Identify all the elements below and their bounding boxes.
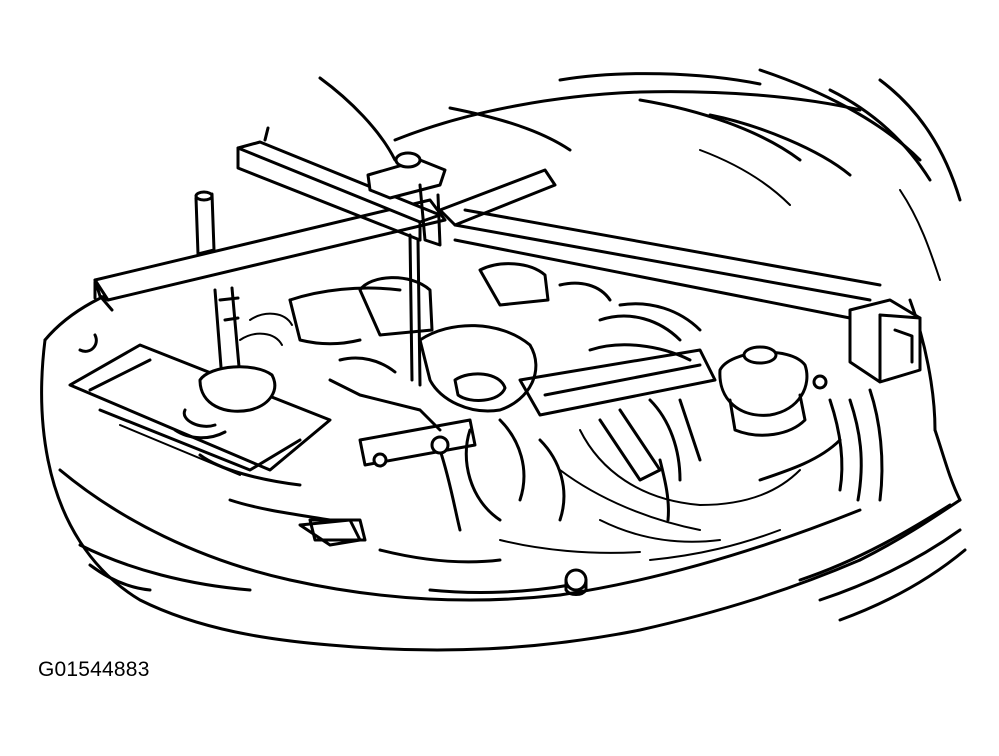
hook-bracket bbox=[366, 151, 447, 387]
support-beam-side bbox=[438, 168, 922, 384]
reservoir bbox=[718, 345, 828, 437]
support-post bbox=[173, 190, 277, 440]
radiator-support bbox=[68, 343, 572, 594]
hoses-wiring bbox=[239, 312, 884, 596]
figure-id-label: G01544883 bbox=[38, 658, 150, 681]
open-hood bbox=[318, 68, 962, 281]
vehicle-body-outline bbox=[40, 278, 967, 652]
engine-block bbox=[288, 262, 717, 532]
